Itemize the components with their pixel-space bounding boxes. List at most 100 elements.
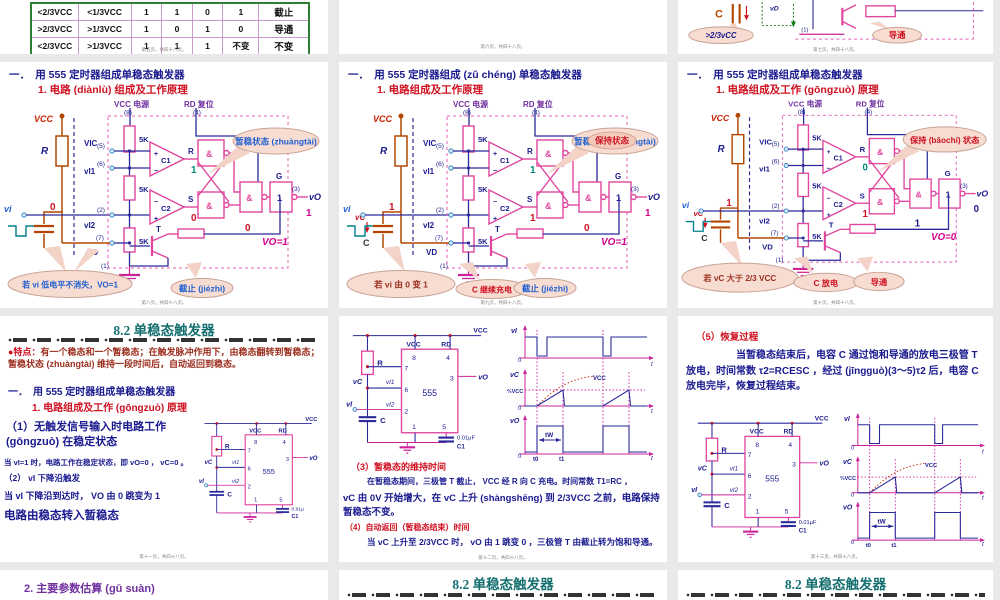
transistor-t-label: T [495,225,500,234]
vi1-label: vI1 [232,460,239,466]
table-cell: >1/3VCC [77,37,132,54]
vi1-label: vI1 [386,379,394,386]
vi1-label: vI1 [759,164,770,173]
nand-gate-label: & [206,201,213,211]
pin-6: 6 [248,467,251,473]
capacitor-c-label: C [380,416,386,425]
section-title: 8.2 单稳态触发器 [452,577,554,592]
slide-thumbnail-05[interactable]: <2/3VCC <1/3VCC 1 1 0 1 截止 >2/3VCC >1/3V… [0,0,328,54]
capacitor-c-label: C [724,501,730,510]
comparator-c1-label: C1 [834,154,843,163]
pin-8: 8 [254,440,257,446]
pin-4: 4 [446,355,450,362]
vo-axis-label: vO [510,418,520,425]
555-block-circuit-diagram: VCC R vC C vI 555 VCC RD 8 4 [199,417,318,523]
capacitor-callout: C 继续充电 [455,262,529,299]
feature-text: 有一个稳态和一个暂稳态；在触发脉冲作用下，由稳态翻转到暂稳态；暂稳状态 (zhu… [8,347,320,369]
slide-thumbnail-14[interactable]: 2. 主要参数估算 (gū suàn) [0,570,328,600]
table-cell: <2/3VCC [30,2,79,21]
minus-input: − [827,165,831,172]
slide-thumbnail-06[interactable]: 第六页，共四十八页。 [339,0,667,54]
pin-4: 4 [283,440,286,446]
nand-gate-label: & [585,193,592,203]
nand-gate-label: & [545,149,552,159]
vi-label: vi [4,204,12,214]
vi-axis-label: vI [844,416,851,423]
slide-thumbnail-11[interactable]: 8.2 单稳态触发器 ●特点：有一个稳态和一个暂稳态；在触发脉冲作用下，由稳态翻… [0,316,328,562]
slide-thumbnail-08[interactable]: 一． 用 555 定时器组成单稳态触发器 1. 电路 (diànlù) 组成及工… [0,62,328,308]
vcc-label: VCC [373,114,393,124]
vo-label: vO [648,192,660,202]
transistor-t-label: T [829,220,834,229]
callout-bubble [513,278,577,298]
section-heading: 一． 用 555 定时器组成单稳态触发器 [8,387,176,398]
capacitor-c1-label: C1 [292,514,299,520]
vc-label: vC [353,377,363,386]
vcc-label: VCC [34,114,54,124]
rd-reset-label: RD 复位 [184,99,214,109]
table-row: >2/3VCC >1/3VCC 1 0 1 0 导通 [30,20,310,38]
slide-thumbnail-15[interactable]: 8.2 单稳态触发器 [339,570,667,600]
minus-input: − [827,195,831,202]
gate-output-value: 1 [915,218,921,229]
vcc-pin-label: VCC [750,429,764,436]
slide-thumbnail-16[interactable]: 8.2 单稳态触发器 [678,570,993,600]
pin-1: 1 [755,509,759,516]
table-cell: 1 [222,2,260,21]
input-condition-callout: 若 vC 大于 2/3 VCC [702,273,776,283]
vcc-pin-label: VCC [406,341,420,348]
vi-axis-label: vI [511,328,518,335]
vi1-label: vI1 [730,465,738,472]
inner-callout-bubble [587,131,637,150]
vi-value: 1 [389,202,395,213]
comparator-c2-label: C2 [834,200,843,209]
resistor-r-label: R [225,444,230,451]
pin-8: 8 [755,442,759,449]
vcc-asymptote-label: VCC [593,376,606,382]
gate-output-value: 0 [245,223,251,234]
pin-7: 7 [248,449,251,455]
transistor-state-callout: 导通 [871,277,888,287]
zero-label: 0 [518,454,522,460]
slide-title: 一． 用 555 定时器组成单稳态触发器 [9,69,185,81]
vo-equation: VO=1 [262,237,288,248]
pin-8-label: (8) [798,109,806,116]
s-value: 1 [863,209,869,220]
two-thirds-vcc-label: ⅔VCC [840,476,856,482]
callout-threshold-label: >2/3vCC [706,31,737,40]
point-5-title: （5）恢复过程 [696,332,759,343]
minus-input: − [493,199,497,206]
pin-1-label: (1) [440,263,448,270]
nand-gate-label: & [877,147,883,157]
plus-input: + [827,212,831,219]
callout-bubble [902,126,987,153]
vo-label: vO [819,461,829,468]
point-4-title: （4）自动返回（暂稳态结束）时间 [345,523,470,532]
resistor-5k-label: 5K [812,182,822,191]
rd-pin-label: RD [279,428,287,434]
slide-thumbnail-10[interactable]: 一． 用 555 定时器组成单稳态触发器 1. 电路组成及工作 (gōngzuò… [678,62,993,308]
vi1-label: vI1 [423,167,435,176]
nand-gate-label: & [206,149,213,159]
table-cell: 不变 [258,37,310,54]
slide-thumbnail-12[interactable]: VCC R vC C vI 555 VCC RD 8 4 [339,316,667,562]
pin-3: 3 [286,457,289,463]
point-1-line: 当 vI=1 时，电路工作在稳定状态，即 vO=0 ， vC=0 。 [4,458,189,467]
slide-thumbnail-09[interactable]: 一． 用 555 定时器组成 (zǔ chéng) 单稳态触发器 1. 电路组成… [339,62,667,308]
slide-thumbnail-13[interactable]: （5）恢复过程 当暂稳态结束后，电容 C 通过饱和导通的放电三极管 T 放电，时… [678,316,993,562]
slide-thumbnail-07[interactable]: C vD (1) >2/3vCC 导通 第七页，共四十 [678,0,993,54]
callout-bubble [688,26,754,45]
plus-input: + [493,151,497,158]
page-number-caption: 第十二页，共四十八页。 [478,555,528,560]
pin-5: 5 [785,509,789,516]
vc-label: vC [355,213,365,222]
point-3-line-1: 在暂稳态期间，三极管 T 截止， VCC 经 R 向 C 充电。时间常数 T1=… [367,477,633,486]
vo-value: 0 [974,204,979,215]
pin-6-label: (6) [97,161,105,168]
pin-5: 5 [279,498,282,504]
pin-6: 6 [748,473,752,480]
pin-6: 6 [404,387,408,394]
pin-1: 1 [254,498,257,504]
pin-6-label: (6) [772,159,780,166]
table-cell: >2/3VCC [30,20,79,38]
